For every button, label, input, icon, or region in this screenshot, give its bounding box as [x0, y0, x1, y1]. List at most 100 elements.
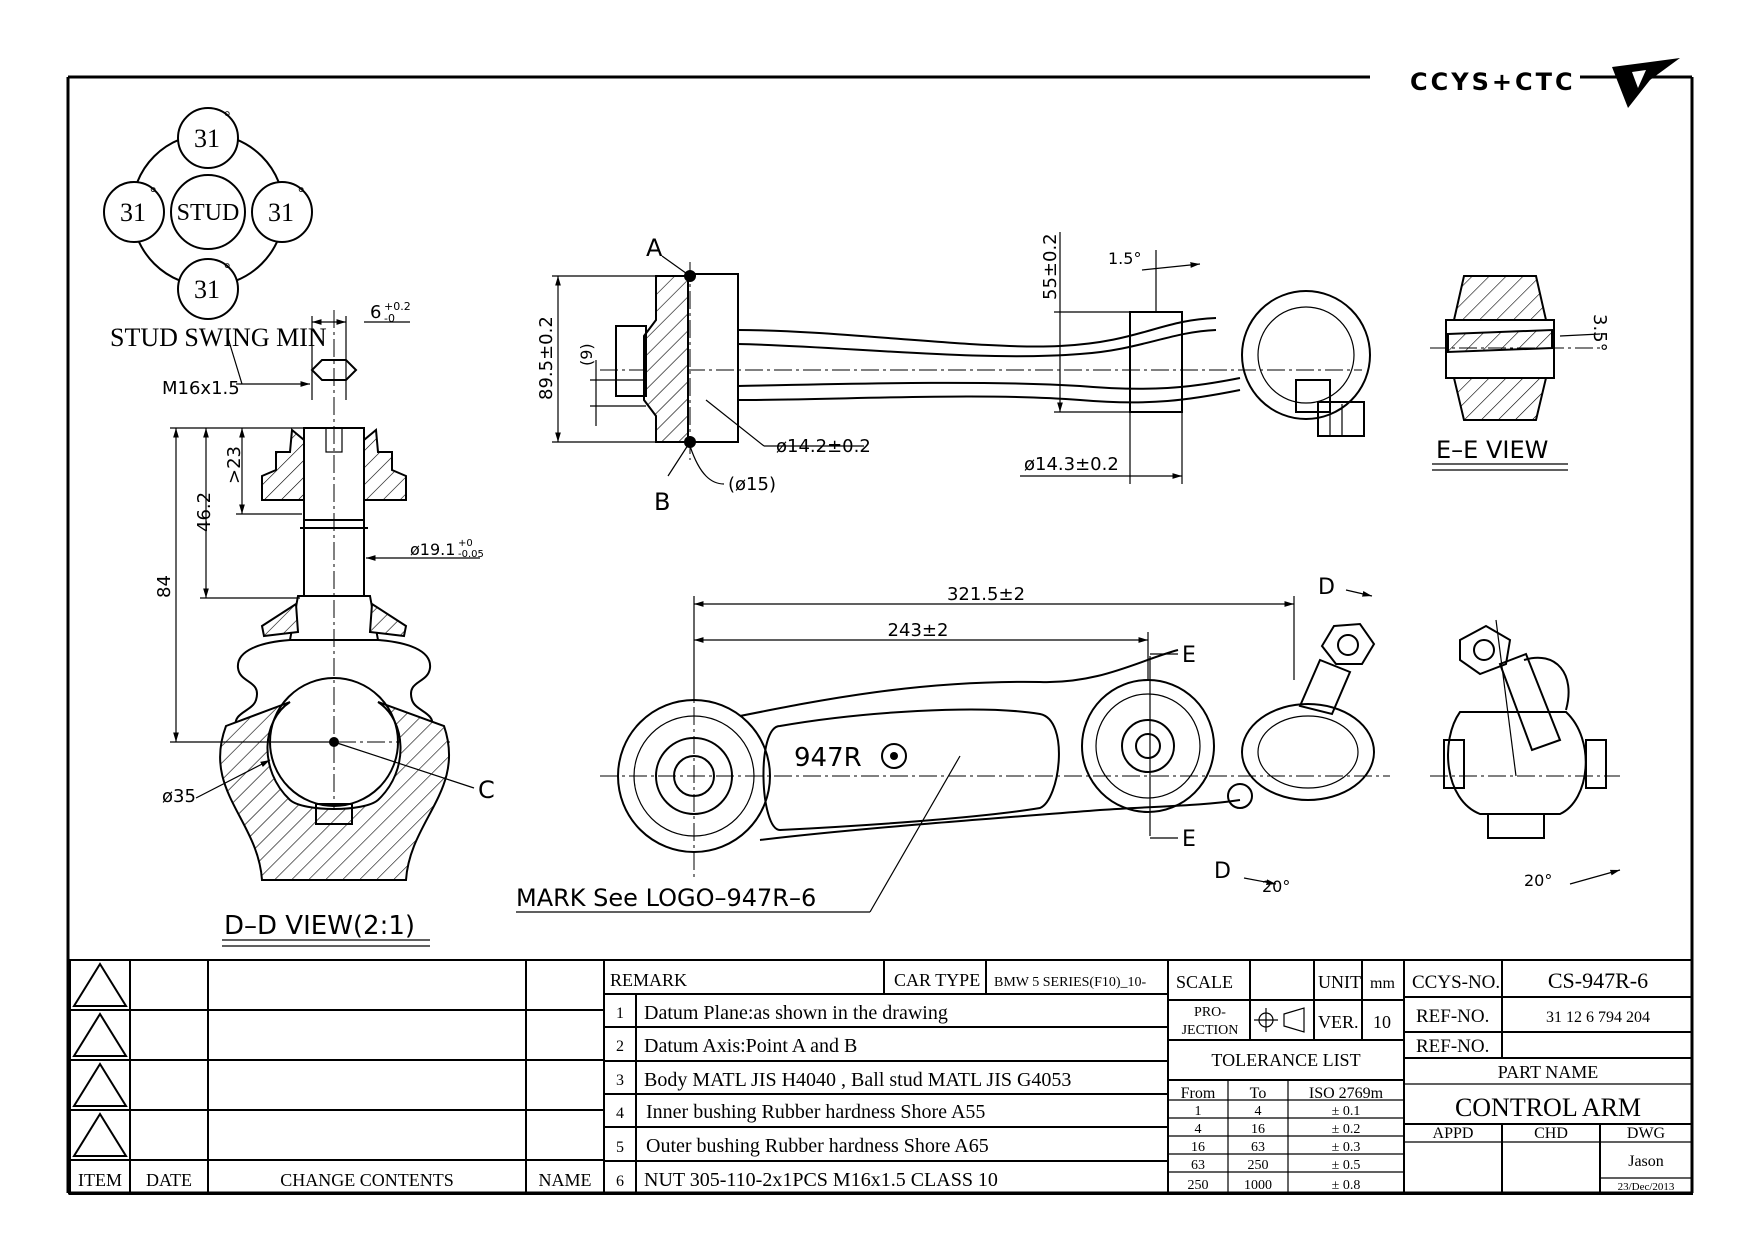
appd-label: APPD	[1433, 1125, 1474, 1142]
remark-text: Body MATL JIS H4040 , Ball stud MATL JIS…	[644, 1069, 1071, 1091]
tol-cell: 63	[1191, 1158, 1205, 1173]
tol-cell: ± 0.1	[1332, 1104, 1361, 1119]
rev-header-date: DATE	[146, 1170, 192, 1190]
tol-cell: 1	[1195, 1104, 1202, 1119]
dd-view-section: 6 +0.2 -0 84 46.2 >23 ø19.	[154, 300, 495, 947]
car-type-label: CAR TYPE	[894, 970, 980, 990]
rev-header-item: ITEM	[78, 1170, 122, 1190]
tolerance-list-title: TOLERANCE LIST	[1211, 1050, 1360, 1070]
logo-mark-icon	[1612, 58, 1680, 108]
point-c-label: C	[478, 776, 495, 804]
dim-321-5: 321.5±2	[947, 584, 1025, 605]
angle-20-top-view: 20°	[1262, 877, 1290, 896]
tol-cell: 4	[1255, 1104, 1262, 1119]
remark-no: 6	[616, 1173, 624, 1190]
scale-label: SCALE	[1176, 972, 1233, 992]
dim-dia-19-lower-tol: -0.05	[458, 549, 484, 560]
tol-header-from: From	[1181, 1085, 1216, 1102]
ccys-no-value: CS-947R-6	[1548, 968, 1648, 993]
dim-dia-14-3: ø14.3±0.2	[1024, 454, 1119, 475]
remark-text: NUT 305-110-2x1PCS M16x1.5 CLASS 10	[644, 1169, 998, 1191]
chd-label: CHD	[1534, 1125, 1568, 1142]
swing-angle-right: 31	[268, 198, 294, 227]
dim-6-lower-tol: -0	[384, 312, 395, 325]
degree-mark: °	[224, 109, 230, 126]
swing-angle-left: 31	[120, 198, 146, 227]
ee-view-caption: E–E VIEW	[1436, 436, 1548, 464]
dwg-label: DWG	[1627, 1125, 1666, 1142]
tol-cell: 4	[1195, 1122, 1202, 1137]
section-e-bottom: E	[1182, 827, 1196, 852]
side-view: A B 89.5±0.2 (9) ø14.2±0.2 (ø15) 55±0.2 …	[536, 232, 1371, 516]
dim-dia-35: ø35	[162, 786, 196, 807]
dim-dia-14-2: ø14.2±0.2	[776, 436, 871, 457]
ee-view-section: 3.5° E–E VIEW	[1430, 275, 1610, 471]
degree-mark: °	[224, 261, 230, 278]
point-a-label: A	[646, 234, 663, 262]
tolerance-block: SCALE UNIT mm PRO- JECTION VER. 10 TOLER…	[1167, 959, 1405, 1195]
tol-cell: 16	[1251, 1122, 1265, 1137]
iso-view: 20°	[1430, 619, 1621, 890]
car-type-value: BMW 5 SERIES(F10)_10-	[994, 975, 1147, 990]
tol-cell: ± 0.8	[1332, 1178, 1361, 1193]
tol-cell: ± 0.5	[1332, 1158, 1361, 1173]
unit-value: mm	[1370, 975, 1395, 992]
dim-84: 84	[154, 575, 175, 598]
part-name-value: CONTROL ARM	[1455, 1093, 1641, 1122]
dim-23: >23	[224, 446, 245, 484]
tol-cell: 63	[1251, 1140, 1265, 1155]
point-b-label: B	[654, 488, 670, 516]
drawing-date: 23/Dec/2013	[1618, 1181, 1675, 1193]
section-d-top: D	[1318, 575, 1335, 600]
remark-no: 4	[616, 1105, 624, 1122]
remark-no: 2	[616, 1038, 624, 1055]
remark-text: Datum Plane:as shown in the drawing	[644, 1002, 948, 1024]
title-block: CCYS-NO. CS-947R-6 REF-NO. 31 12 6 794 2…	[1403, 959, 1693, 1195]
tol-cell: ± 0.2	[1332, 1122, 1361, 1137]
dim-55: 55±0.2	[1040, 233, 1061, 300]
projection-label: PRO-	[1194, 1005, 1226, 1020]
remark-text: Datum Axis:Point A and B	[644, 1035, 857, 1057]
remark-text: Outer bushing Rubber hardness Shore A65	[646, 1135, 989, 1157]
stud-swing-diagram: 31 ° 31 ° 31 ° 31 ° STUD STUD SWING MIN	[103, 107, 327, 352]
dim-9: (9)	[577, 343, 596, 366]
angle-3-5: 3.5°	[1589, 314, 1610, 352]
stud-swing-caption: STUD SWING MIN	[110, 323, 327, 352]
remark-no: 3	[616, 1072, 624, 1089]
part-name-label: PART NAME	[1498, 1062, 1598, 1082]
remark-label: REMARK	[610, 970, 687, 990]
logo-text: CCYS+CTC	[1410, 68, 1576, 96]
ref-no-label: REF-NO.	[1416, 1006, 1489, 1027]
ref-no2-label: REF-NO.	[1416, 1036, 1489, 1057]
version-label: VER.	[1318, 1012, 1359, 1032]
drafter-name: Jason	[1628, 1153, 1664, 1170]
swing-angle-bottom: 31	[194, 275, 220, 304]
dim-6-upper-tol: +0.2	[384, 300, 411, 313]
tol-cell: ± 0.3	[1332, 1140, 1361, 1155]
dim-6: 6	[370, 302, 381, 323]
top-view: 947R E E D D 20° 321.5±2 243±2	[516, 575, 1390, 913]
thread-m16-label: M16x1.5	[162, 378, 240, 399]
stud-label: STUD	[177, 200, 240, 226]
company-logo: CCYS+CTC	[1410, 58, 1680, 108]
tol-header-to: To	[1250, 1085, 1267, 1102]
angle-20-iso-view: 20°	[1524, 871, 1552, 890]
tol-cell: 1000	[1244, 1178, 1272, 1193]
remark-text: Inner bushing Rubber hardness Shore A55	[646, 1101, 985, 1123]
tol-cell: 16	[1191, 1140, 1205, 1155]
tol-header-iso: ISO 2769m	[1309, 1085, 1384, 1102]
remark-no: 1	[616, 1005, 624, 1022]
degree-mark: °	[298, 185, 304, 202]
remark-block: REMARK CAR TYPE BMW 5 SERIES(F10)_10- 1 …	[603, 959, 1169, 1195]
projection-label: JECTION	[1182, 1023, 1239, 1038]
swing-angle-top: 31	[194, 124, 220, 153]
revision-block: ITEM DATE CHANGE CONTENTS NAME	[69, 959, 605, 1195]
dim-dia-19-upper-tol: +0	[458, 538, 473, 549]
dim-dia-15: (ø15)	[728, 474, 776, 495]
rev-header-name: NAME	[539, 1170, 592, 1190]
part-mark-947r: 947R	[794, 743, 862, 773]
angle-1-5: 1.5°	[1108, 249, 1141, 268]
dd-view-caption: D–D VIEW(2:1)	[224, 911, 415, 941]
ref-no-value: 31 12 6 794 204	[1546, 1009, 1650, 1026]
